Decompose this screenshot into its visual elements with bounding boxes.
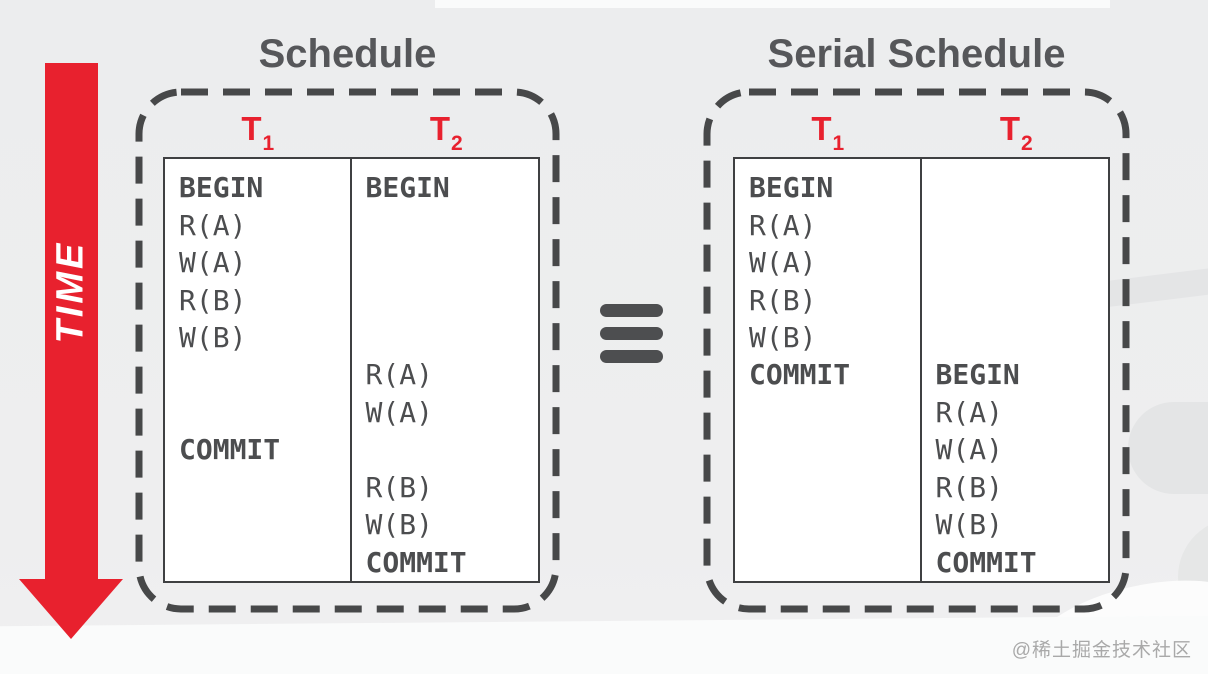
time-arrow-head xyxy=(19,579,123,639)
t2-header: T2 xyxy=(999,110,1033,155)
operation-cell: COMMIT xyxy=(179,433,281,467)
empty-cell xyxy=(735,431,920,468)
operation-cell: COMMIT xyxy=(749,358,851,392)
watermark-text: @稀土掘金技术社区 xyxy=(1011,640,1192,661)
empty-cell xyxy=(922,244,1109,281)
empty-cell xyxy=(352,281,539,318)
column-headers: T1 T2 xyxy=(163,110,540,155)
operation-cell: W(B) xyxy=(365,508,433,542)
empty-cell xyxy=(735,394,920,431)
operation-cell: W(A) xyxy=(179,246,247,280)
equivalence-bar xyxy=(600,350,663,363)
empty-cell xyxy=(922,319,1109,356)
empty-cell xyxy=(922,281,1109,318)
right-schedule-title: Serial Schedule xyxy=(767,32,1066,76)
equivalence-bar xyxy=(600,327,663,340)
empty-cell xyxy=(352,319,539,356)
empty-cell xyxy=(165,469,350,506)
t2-column: BEGIN R(A)W(A) R(B) W(B)COMMIT xyxy=(352,159,539,581)
operation-cell: R(B) xyxy=(365,470,433,504)
operation-cell: W(A) xyxy=(749,246,817,280)
empty-cell xyxy=(165,544,350,581)
empty-cell xyxy=(352,244,539,281)
dashed-border xyxy=(135,88,560,613)
operation-cell: W(A) xyxy=(935,433,1003,467)
t2-header: T2 xyxy=(429,110,463,155)
operation-cell: W(A) xyxy=(365,395,433,429)
left-schedule-title: Schedule xyxy=(258,32,437,76)
operation-cell: W(B) xyxy=(179,321,247,355)
empty-cell xyxy=(165,394,350,431)
empty-cell xyxy=(352,431,539,468)
operation-cell: W(B) xyxy=(935,508,1003,542)
empty-cell xyxy=(735,469,920,506)
time-arrow-shaft xyxy=(45,63,98,580)
empty-cell xyxy=(735,506,920,543)
operation-cell: R(B) xyxy=(179,283,247,317)
operation-cell: BEGIN xyxy=(935,358,1020,392)
t1-header: T1 xyxy=(241,110,275,155)
t1-header: T1 xyxy=(811,110,845,155)
operation-cell: R(A) xyxy=(179,208,247,242)
empty-cell xyxy=(352,206,539,243)
background-pill-shape xyxy=(1128,402,1208,494)
operation-cell: R(B) xyxy=(749,283,817,317)
operation-cell: BEGIN xyxy=(179,171,264,205)
operation-cell: R(A) xyxy=(935,395,1003,429)
operation-cell: BEGIN xyxy=(749,171,834,205)
background-top-strip xyxy=(435,0,1110,8)
operation-cell: COMMIT xyxy=(935,545,1037,579)
equivalence-bar xyxy=(600,304,663,317)
empty-cell xyxy=(165,356,350,393)
operation-cell: W(B) xyxy=(749,321,817,355)
operation-cell: COMMIT xyxy=(365,545,467,579)
operation-cell: BEGIN xyxy=(365,171,450,205)
time-axis-label: TIME xyxy=(49,240,92,344)
operation-cell: R(A) xyxy=(365,358,433,392)
equivalence-icon xyxy=(600,304,663,363)
operation-cell: R(A) xyxy=(749,208,817,242)
empty-cell xyxy=(735,544,920,581)
dashed-border xyxy=(703,88,1130,613)
empty-cell xyxy=(922,169,1109,206)
operation-cell: R(B) xyxy=(935,470,1003,504)
column-headers: T1 T2 xyxy=(733,110,1110,155)
empty-cell xyxy=(165,506,350,543)
empty-cell xyxy=(922,206,1109,243)
